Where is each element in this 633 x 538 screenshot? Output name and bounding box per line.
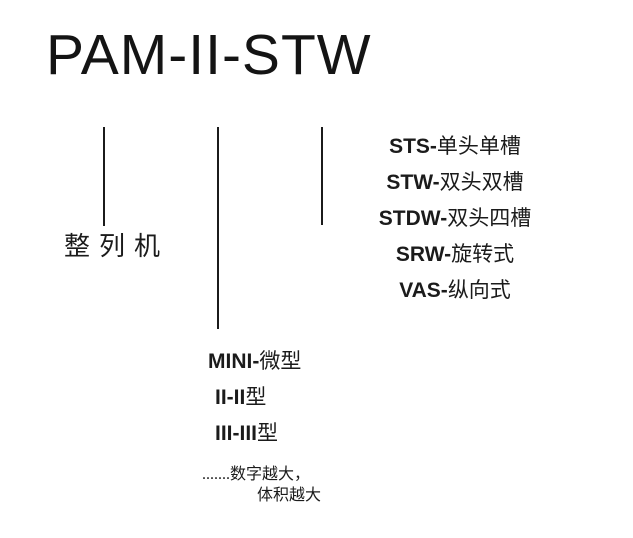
machine-category-label: 整列机	[64, 232, 170, 261]
head-type-name: 纵向式	[447, 278, 511, 302]
head-type-item-sts: STS-单头单槽	[340, 128, 570, 164]
size-note-line-1: .......数字越大，	[202, 466, 311, 483]
size-series-name: 型	[257, 421, 278, 445]
size-series-code: MINI-	[208, 350, 260, 373]
head-type-item-stdw: STDW-双头四槽	[340, 200, 570, 236]
head-type-code: STDW-	[378, 207, 448, 230]
head-type-code: STS-	[389, 135, 437, 158]
head-type-name: 旋转式	[451, 242, 515, 266]
model-code-title: PAM-II-STW	[46, 23, 372, 87]
size-series-note: .......数字越大， 体积越大	[200, 464, 420, 506]
head-type-name: 双头双槽	[439, 170, 524, 194]
connector-line-head-type	[321, 127, 323, 225]
head-type-name: 单头单槽	[436, 134, 521, 158]
head-type-item-srw: SRW-旋转式	[340, 236, 570, 272]
size-series-code: III-III	[215, 422, 257, 445]
head-type-item-stw: STW-双头双槽	[340, 164, 570, 200]
head-type-name: 双头四槽	[447, 206, 532, 230]
size-note-line-2: 体积越大	[257, 487, 322, 504]
head-type-code: VAS-	[399, 279, 448, 302]
connector-line-size-series	[217, 127, 219, 329]
size-series-item-ii: II-II型	[215, 379, 420, 415]
size-series-item-mini: MINI-微型	[208, 343, 420, 379]
head-type-item-vas: VAS-纵向式	[340, 272, 570, 308]
connector-line-machine	[103, 127, 105, 226]
size-series-item-iii: III-III型	[215, 415, 420, 451]
head-type-code: STW-	[386, 171, 440, 194]
size-series-list: MINI-微型 II-II型 III-III型 .......数字越大， 体积越…	[200, 343, 420, 506]
size-series-code: II-II	[215, 386, 246, 409]
size-series-name: 型	[245, 385, 267, 409]
size-series-name: 微型	[259, 349, 302, 373]
head-type-code: SRW-	[395, 243, 452, 266]
head-type-list: STS-单头单槽 STW-双头双槽 STDW-双头四槽 SRW-旋转式 VAS-…	[340, 128, 570, 308]
